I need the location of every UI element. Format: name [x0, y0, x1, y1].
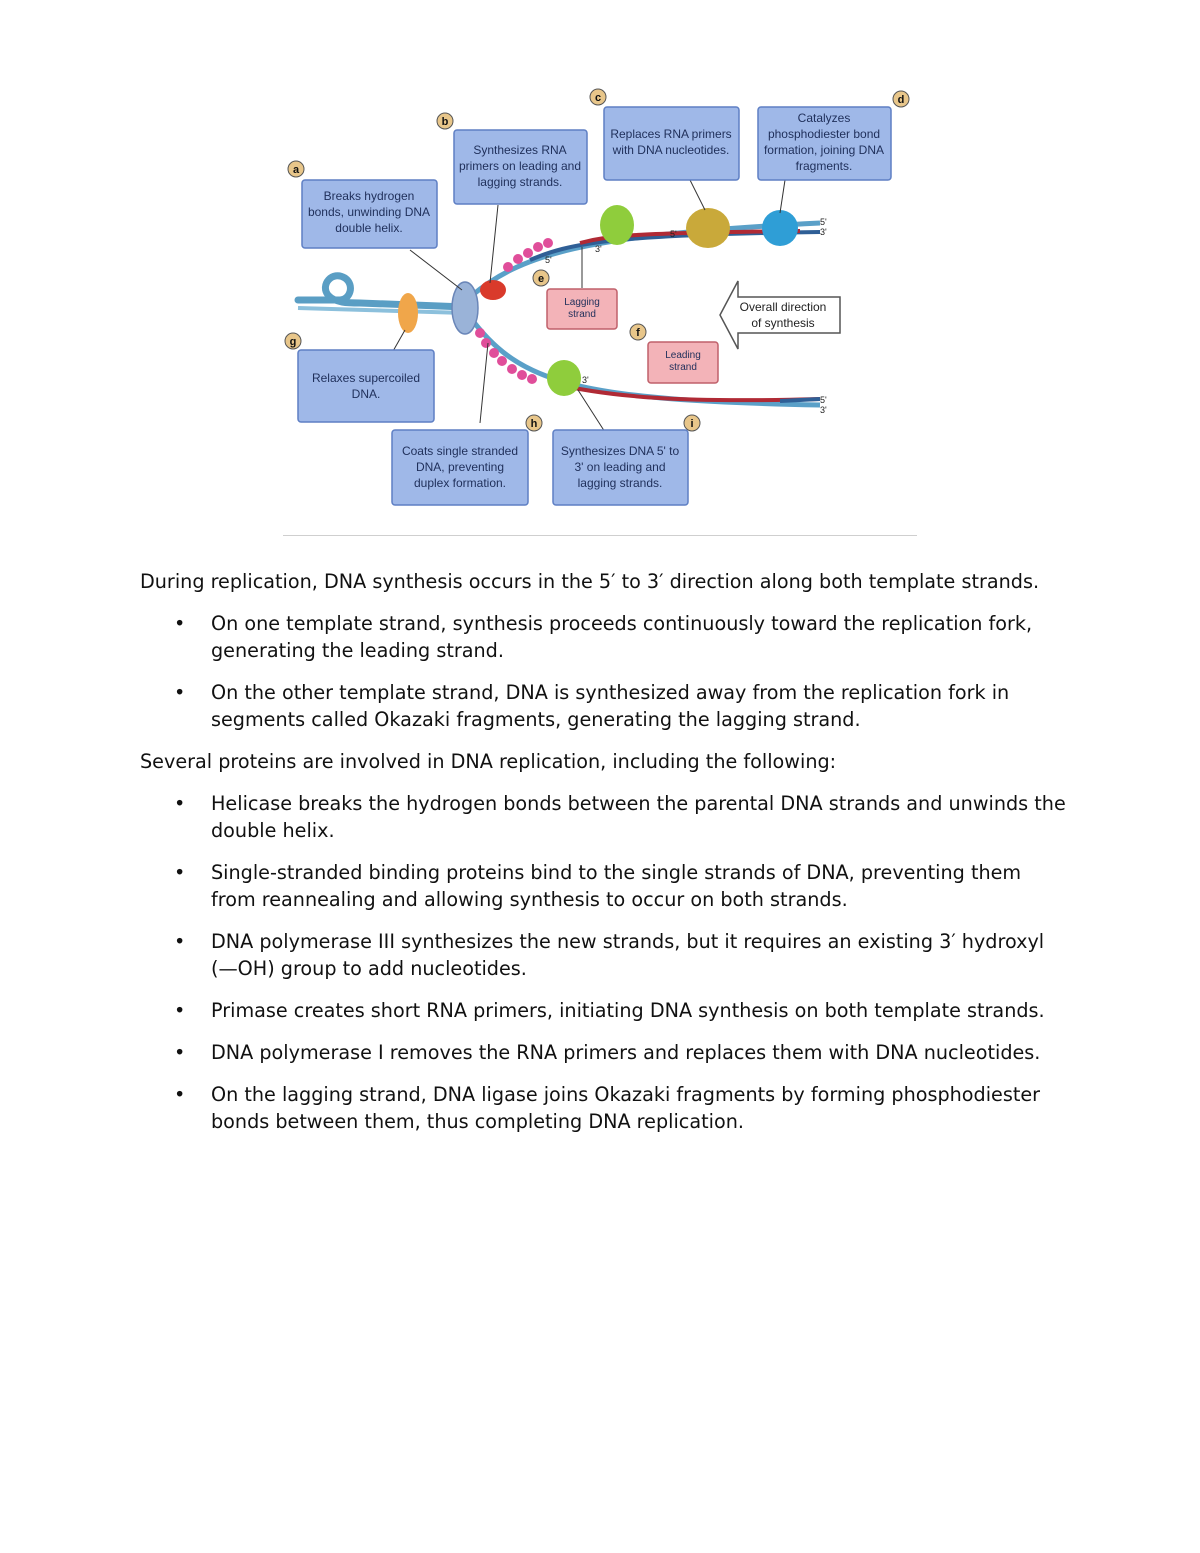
svg-text:f: f	[636, 327, 640, 339]
helicase	[451, 281, 479, 335]
letter-g: g	[284, 332, 302, 350]
list-item: DNA polymerase III synthesizes the new s…	[140, 928, 1070, 982]
svg-text:b: b	[442, 116, 449, 128]
svg-text:c: c	[595, 92, 601, 104]
primase	[480, 280, 506, 300]
svg-text:d: d	[898, 94, 905, 106]
strand-list: On one template strand, synthesis procee…	[140, 610, 1070, 733]
end-label: 5'	[820, 395, 827, 405]
intro-paragraph: During replication, DNA synthesis occurs…	[140, 570, 1040, 593]
document-body: During replication, DNA synthesis occurs…	[140, 568, 1070, 1150]
list-item: Single-stranded binding proteins bind to…	[140, 859, 1070, 913]
supercoiled-dna	[294, 272, 469, 311]
end-label: 3'	[582, 375, 589, 385]
svg-text:h: h	[531, 418, 538, 430]
end-label: 5'	[670, 229, 677, 239]
end-label: 5'	[545, 255, 552, 265]
svg-text:g: g	[290, 336, 297, 348]
end-label: 3'	[820, 405, 827, 415]
svg-text:Synthesizes DNA 5' to3' on lea: Synthesizes DNA 5' to3' on leading andla…	[561, 444, 680, 490]
leading-new-strand-end	[779, 397, 821, 403]
dna-polymerase-iii-lagging	[600, 205, 634, 245]
list-item: On one template strand, synthesis procee…	[140, 610, 1070, 664]
list-item: Helicase breaks the hydrogen bonds betwe…	[140, 790, 1070, 844]
end-label: 3'	[820, 227, 827, 237]
end-label: 3'	[595, 244, 602, 254]
dna-polymerase-iii-leading	[547, 360, 581, 396]
svg-text:a: a	[293, 164, 300, 176]
leading-new-strand	[549, 381, 821, 403]
proteins-intro-paragraph: Several proteins are involved in DNA rep…	[140, 750, 837, 773]
topoisomerase	[398, 293, 418, 333]
letter-h: h	[525, 414, 543, 432]
letter-e: e	[532, 269, 550, 287]
svg-text:i: i	[690, 418, 693, 430]
letter-a: a	[287, 160, 305, 178]
protein-list: Helicase breaks the hydrogen bonds betwe…	[140, 790, 1070, 1135]
end-label: 5'	[820, 217, 827, 227]
list-item: DNA polymerase I removes the RNA primers…	[140, 1039, 1070, 1066]
okazaki-fragment	[579, 229, 801, 245]
letter-i: i	[683, 414, 701, 432]
svg-text:e: e	[538, 273, 544, 285]
dna-polymerase-i	[686, 208, 730, 248]
list-item: Primase creates short RNA primers, initi…	[140, 997, 1070, 1024]
letter-b: b	[436, 112, 454, 130]
ssb-proteins	[475, 238, 553, 384]
letter-d: d	[892, 90, 910, 108]
letter-f: f	[629, 323, 647, 341]
letter-c: c	[589, 88, 607, 106]
parental-strand	[297, 306, 466, 315]
dna-ligase	[762, 210, 798, 246]
horizontal-rule	[283, 535, 917, 536]
list-item: On the other template strand, DNA is syn…	[140, 679, 1070, 733]
list-item: On the lagging strand, DNA ligase joins …	[140, 1081, 1070, 1135]
